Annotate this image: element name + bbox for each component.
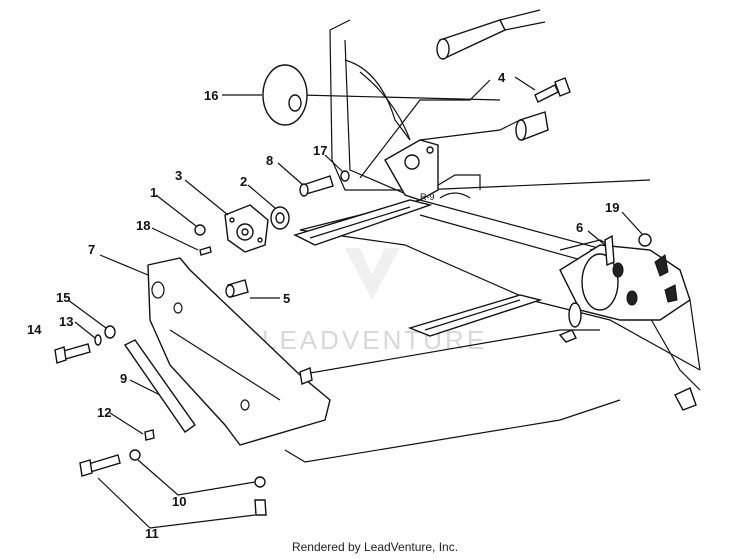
- callout-14: 14: [27, 322, 42, 337]
- callout-3: 3: [175, 168, 182, 183]
- callout-8: 8: [266, 153, 273, 168]
- callout-6: 6: [576, 220, 583, 235]
- callout-5: 5: [283, 291, 290, 306]
- part-9-strip: [123, 339, 196, 433]
- part-17-washer: [340, 170, 350, 182]
- part-19-nut: [638, 233, 652, 247]
- part-10-washer-left: [129, 449, 141, 461]
- watermark-text: LEADVENTURE: [262, 325, 487, 355]
- part-12-plug: [144, 429, 155, 441]
- callout-1: 1: [150, 185, 157, 200]
- callout-15: 15: [56, 290, 70, 305]
- watermark-logo: [345, 248, 400, 300]
- center-bracket: R-9: [384, 139, 439, 202]
- part-8-bolt: [299, 175, 334, 197]
- part-16-washer: [262, 64, 308, 126]
- callout-11: 11: [145, 526, 159, 541]
- footer-credit: Rendered by LeadVenture, Inc.: [291, 540, 459, 554]
- callout-2: 2: [240, 174, 247, 189]
- part-11-bolt-left: [79, 454, 121, 477]
- part-14-bolt: [54, 343, 91, 364]
- callout-12: 12: [97, 405, 111, 420]
- part-3-flange: [224, 204, 269, 253]
- drive-shaft-upper: [436, 9, 549, 141]
- part-7-belt-guard: [147, 257, 331, 446]
- frame-slot-lower: [407, 294, 543, 337]
- callout-13: 13: [59, 314, 73, 329]
- part-13-washer: [94, 334, 102, 346]
- part-6-clip: [604, 234, 615, 267]
- part-10-washer-lower: [254, 476, 266, 488]
- drive-housing: [558, 244, 697, 411]
- callout-4: 4: [498, 70, 506, 85]
- part-15-washer: [104, 325, 116, 339]
- frame-slot-upper: [293, 199, 433, 246]
- callout-17: 17: [313, 143, 327, 158]
- callout-18: 18: [136, 218, 150, 233]
- part-18-pin: [199, 246, 212, 256]
- callout-19: 19: [605, 200, 619, 215]
- callout-16: 16: [204, 88, 218, 103]
- part-5-spacer: [225, 279, 249, 298]
- callout-9: 9: [120, 371, 127, 386]
- callout-7: 7: [88, 242, 95, 257]
- part-4-bolt: [534, 77, 571, 103]
- part-2-bushing: [270, 206, 290, 230]
- leader-lines: [67, 76, 643, 529]
- callout-10: 10: [172, 494, 186, 509]
- callout-labels: 1 2 3 4 5 6 7 8 9 10 11 12 13 14 15 16 1…: [27, 70, 619, 541]
- part-11-bolt-lower: [254, 499, 267, 516]
- frame-mark: R-9: [420, 192, 435, 202]
- part-1-nut: [194, 224, 206, 236]
